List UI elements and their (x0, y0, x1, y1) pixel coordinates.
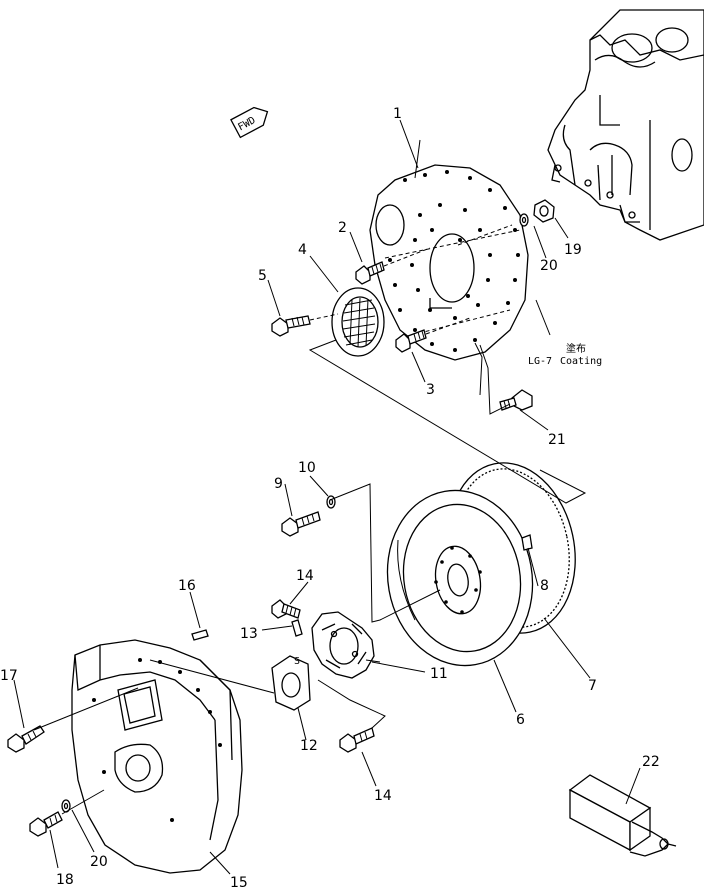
plate-part-1 (369, 164, 529, 361)
leader-lines (13, 119, 641, 875)
coating-note-code: LG-7 (528, 356, 552, 367)
tool-part-22 (568, 774, 677, 857)
nut-part-19 (533, 199, 555, 223)
callout-20-bottom: 20 (90, 854, 108, 870)
callout-2: 2 (338, 220, 347, 236)
bolt-part-5 (271, 313, 339, 337)
callout-5: 5 (258, 268, 267, 284)
hub-part-12: S (271, 655, 311, 711)
dowel-part-16 (191, 629, 209, 641)
coupling-part-11 (311, 611, 375, 679)
bolt-part-2 (355, 247, 431, 285)
coating-note: 塗布 LG-7 Coating (528, 342, 602, 367)
coating-note-word: Coating (560, 356, 602, 367)
callout-9: 9 (274, 476, 283, 492)
bolt-part-3 (395, 317, 471, 353)
washer-part-10 (326, 495, 336, 509)
callout-18: 18 (56, 872, 74, 887)
callout-19: 19 (564, 242, 582, 258)
fwd-direction-badge: FWD (230, 106, 269, 139)
callout-13: 13 (240, 626, 258, 642)
bolt-part-14-upper (271, 599, 301, 619)
callout-15: 15 (230, 875, 248, 887)
callout-10: 10 (298, 460, 316, 476)
callout-21: 21 (548, 432, 566, 448)
pin-part-13 (291, 619, 303, 637)
callout-6: 6 (516, 712, 525, 728)
flywheel-part-6 (386, 489, 534, 667)
bolt-part-14-lower (339, 727, 375, 753)
callout-12: 12 (300, 738, 318, 754)
callout-20-top: 20 (540, 258, 558, 274)
callout-14-lower: 14 (374, 788, 392, 804)
assembly-lines (33, 139, 587, 815)
washer-part-20-top (519, 213, 529, 227)
coating-note-cn: 塗布 (566, 342, 586, 355)
callout-22: 22 (642, 754, 660, 770)
engine-block (547, 9, 704, 241)
callout-numbers: 1 2 3 4 5 6 7 8 9 10 11 12 13 14 14 15 1… (0, 106, 660, 887)
callout-1: 1 (393, 106, 402, 122)
callout-17: 17 (0, 668, 18, 684)
svg-text:S: S (294, 656, 300, 667)
seal-ring-part-4 (331, 287, 385, 357)
callout-7: 7 (588, 678, 597, 694)
callout-11: 11 (430, 666, 448, 682)
callout-4: 4 (298, 242, 307, 258)
callout-3: 3 (426, 382, 435, 398)
bolt-part-9 (281, 511, 321, 537)
housing-part-15 (71, 639, 243, 874)
bolt-part-17 (7, 725, 45, 753)
callout-14-upper: 14 (296, 568, 314, 584)
callout-16: 16 (178, 578, 196, 594)
dowel-pin-part-8 (521, 534, 533, 551)
plate-bolt-holes (388, 170, 520, 352)
bolt-part-18 (29, 811, 63, 837)
callout-8: 8 (540, 578, 549, 594)
